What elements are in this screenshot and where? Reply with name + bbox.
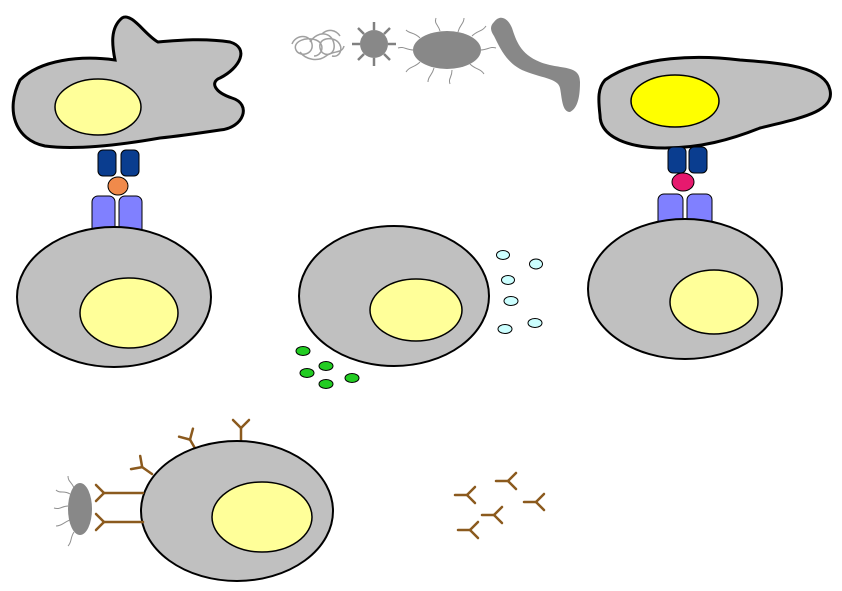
bacterium-icon xyxy=(397,17,497,85)
bacterium-icon xyxy=(68,483,92,535)
b-cell-nucleus xyxy=(211,481,313,553)
antibody-icon xyxy=(522,492,546,512)
t-cell-center xyxy=(298,225,490,367)
antibody-icon xyxy=(453,485,477,505)
free-antibodies xyxy=(453,471,546,540)
cytokine-cyan xyxy=(529,258,543,270)
cytokine-cyan xyxy=(496,250,510,260)
cytokine-green xyxy=(344,373,360,383)
apc-right xyxy=(597,55,832,150)
bound-bacterium xyxy=(53,475,92,547)
t-cell-left-nucleus xyxy=(79,277,179,349)
cytokine-green xyxy=(318,361,334,371)
mhc-right-a xyxy=(667,146,687,174)
antibody-icon xyxy=(456,520,480,540)
apc-left-body xyxy=(11,15,245,149)
b-cell xyxy=(53,418,334,582)
worm-icon xyxy=(491,17,580,113)
synapse-left xyxy=(91,149,143,240)
apc-right-nucleus xyxy=(630,74,720,128)
antigen-peptide-left xyxy=(107,176,129,196)
apc-left-nucleus xyxy=(54,78,142,136)
mhc-left-b xyxy=(120,149,140,177)
mhc-left-a xyxy=(97,149,117,177)
antibody-icon xyxy=(494,471,518,491)
antibody-icon xyxy=(231,418,251,442)
cytokine-cyan xyxy=(501,275,515,285)
pathogens xyxy=(291,17,580,113)
antigen-peptide-right xyxy=(671,172,695,192)
antibody-icon xyxy=(480,505,504,525)
cytokines-cyan xyxy=(496,250,543,334)
cytokine-green xyxy=(299,368,315,378)
cytokine-cyan xyxy=(527,318,543,328)
mhc-right-b xyxy=(688,146,708,174)
cytokine-green xyxy=(318,379,334,389)
cytokine-cyan xyxy=(503,296,519,306)
dna-icon xyxy=(291,29,345,61)
bound-antibodies xyxy=(94,483,145,532)
t-cell-right-nucleus xyxy=(669,269,759,335)
t-cell-left xyxy=(16,226,212,368)
t-cell-right xyxy=(587,218,783,360)
cytokine-green xyxy=(295,346,311,356)
cytokine-cyan xyxy=(497,324,513,334)
t-cell-center-nucleus xyxy=(369,278,463,342)
virus-icon xyxy=(352,22,396,66)
apc-left xyxy=(11,15,245,149)
cytokines-green xyxy=(295,346,360,389)
